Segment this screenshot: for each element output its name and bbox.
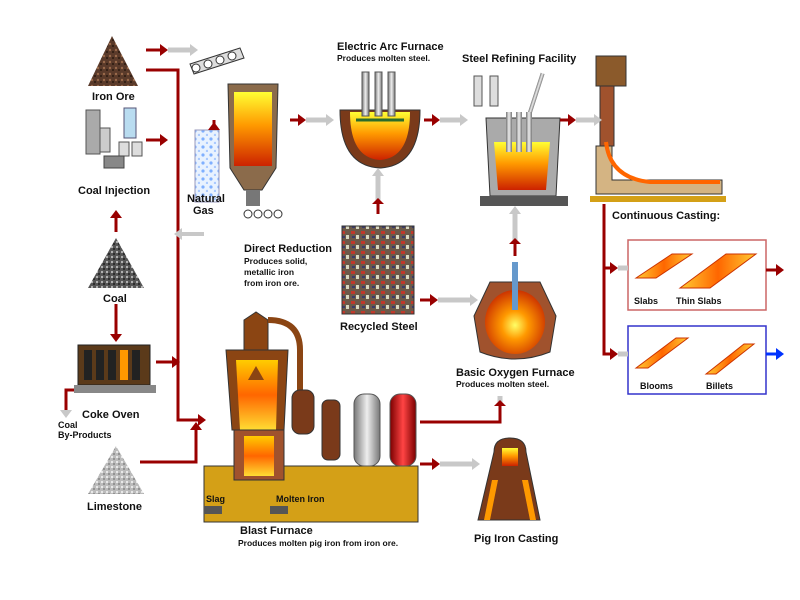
- dr-sub-label-1: Produces solid,: [244, 256, 307, 266]
- refining-label: Steel Refining Facility: [462, 53, 577, 65]
- iron-ore-label: Iron Ore: [92, 91, 135, 103]
- slag-label: Slag: [206, 494, 225, 504]
- coke-oven-label: Coke Oven: [82, 409, 140, 421]
- slabs-box: Slabs Thin Slabs: [627, 239, 767, 311]
- coal-byproducts-label-2: By-Products: [58, 430, 112, 440]
- steel-refining-facility: Steel Refining Facility: [462, 53, 577, 206]
- pig-iron-label: Pig Iron Casting: [474, 533, 558, 545]
- blooms-label: Blooms: [640, 381, 673, 391]
- direct-reduction-unit: Natural Gas Direct Reduction Produces so…: [187, 47, 332, 288]
- blast-furnace-complex: Slag Molten Iron Blast Furnace Produces …: [203, 311, 419, 548]
- molten-iron-label: Molten Iron: [276, 494, 325, 504]
- blast-furnace-label: Blast Furnace: [240, 525, 313, 537]
- coal-injection-label: Coal Injection: [78, 185, 150, 197]
- dr-sub-label-2: metallic iron: [244, 267, 294, 277]
- pig-iron-casting: Pig Iron Casting: [474, 437, 558, 545]
- slabs-label: Slabs: [634, 296, 658, 306]
- coal-label: Coal: [103, 293, 127, 305]
- thin-slabs-label: Thin Slabs: [676, 296, 722, 306]
- dr-sub-label-3: from iron ore.: [244, 278, 299, 288]
- basic-oxygen-furnace: Basic Oxygen Furnace Produces molten ste…: [456, 262, 575, 389]
- limestone-label: Limestone: [87, 501, 142, 513]
- eaf-title: Electric Arc Furnace: [337, 41, 444, 53]
- eaf-sub: Produces molten steel.: [337, 53, 430, 63]
- bof-sub: Produces molten steel.: [456, 379, 549, 389]
- billets-label: Billets: [706, 381, 733, 391]
- coal-byproducts-label-1: Coal: [58, 420, 78, 430]
- electric-arc-furnace: Electric Arc Furnace Produces molten ste…: [337, 41, 444, 169]
- flow-connectors: [64, 47, 780, 467]
- blast-furnace-sub: Produces molten pig iron from iron ore.: [238, 538, 398, 548]
- blooms-box: Blooms Billets: [627, 325, 767, 395]
- arrow-heads: [60, 44, 784, 470]
- continuous-casting-machine: Continuous Casting:: [590, 55, 726, 222]
- recycled-steel-label: Recycled Steel: [340, 321, 418, 333]
- coal-pile: Coal: [88, 238, 144, 305]
- recycled-steel-pile: Recycled Steel: [340, 225, 418, 333]
- coal-injection-unit: Coal Injection: [78, 107, 150, 197]
- direct-reduction-label: Direct Reduction: [244, 243, 332, 255]
- natural-gas-label-2: Gas: [193, 205, 214, 217]
- coke-oven: Coke Oven Coal By-Products: [58, 344, 156, 440]
- limestone-pile: Limestone: [87, 446, 144, 513]
- iron-ore-pile: Iron Ore: [88, 36, 138, 103]
- natural-gas-label-1: Natural: [187, 193, 225, 205]
- bof-title: Basic Oxygen Furnace: [456, 367, 575, 379]
- continuous-casting-label: Continuous Casting:: [612, 210, 720, 222]
